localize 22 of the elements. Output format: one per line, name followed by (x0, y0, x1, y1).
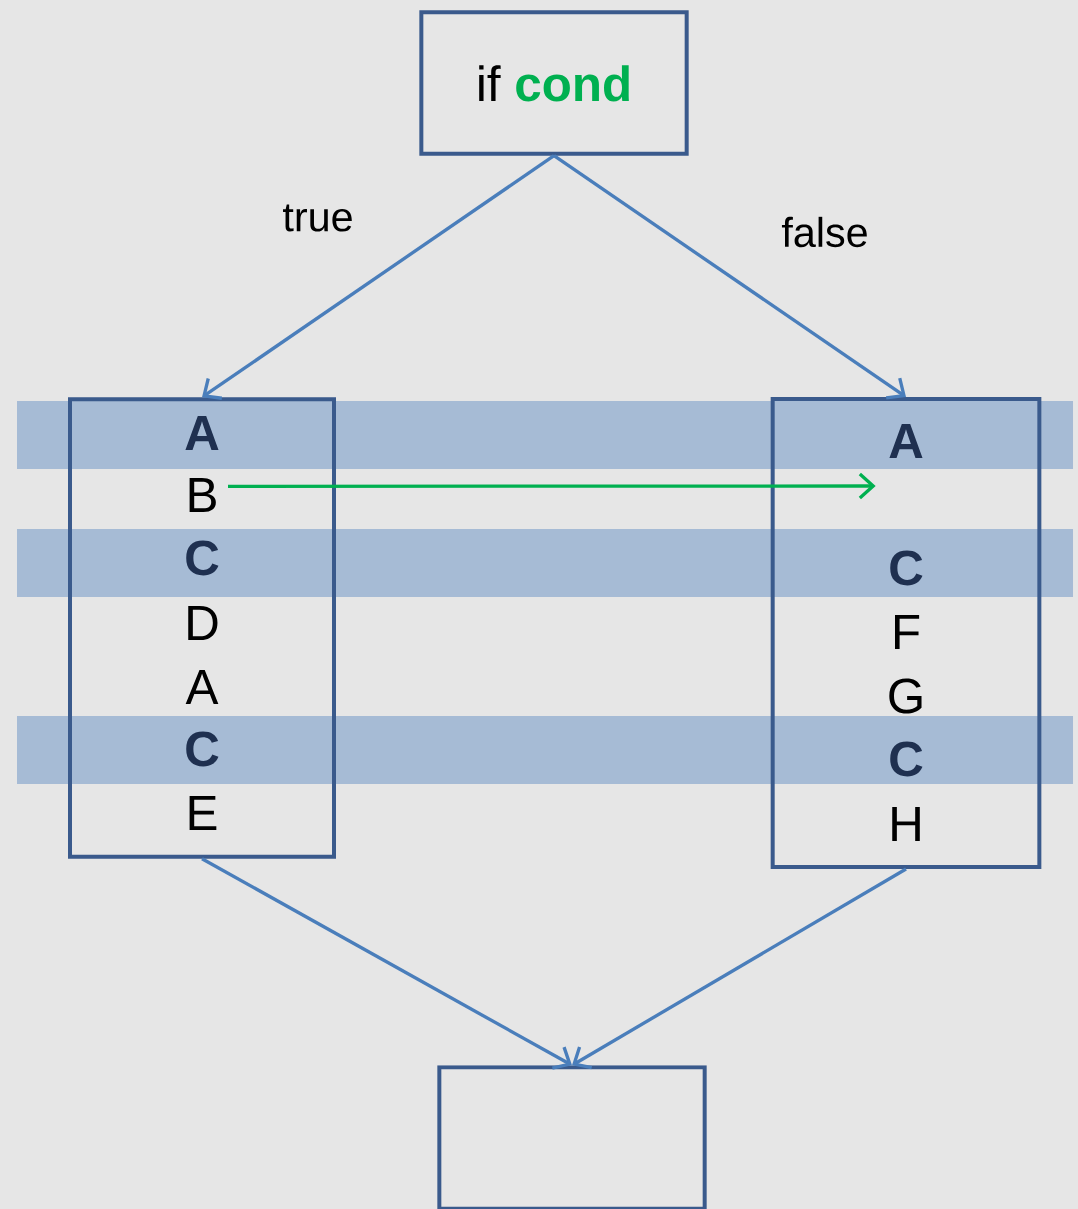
arrow (553, 154, 906, 400)
arrow (202, 154, 555, 400)
statement-letter: C (186, 731, 219, 767)
code-box (437, 1065, 707, 1209)
statement-letter: C (890, 550, 923, 586)
statement-letter: C (890, 741, 923, 777)
arrow (228, 472, 876, 500)
statement-letter: A (185, 670, 219, 704)
statement-letter: B (189, 478, 216, 512)
statement-letter: A (185, 416, 219, 450)
arrow (572, 867, 907, 1070)
edge-label: true (283, 204, 352, 232)
statement-letter: F (895, 615, 920, 649)
statement-letter: C (186, 540, 219, 576)
statement-letter: E (189, 796, 217, 830)
statement-letter: D (188, 606, 218, 640)
edge-label: false (781, 216, 867, 248)
condition-text: if cond (479, 65, 629, 102)
arrow (201, 857, 572, 1070)
statement-letter: G (889, 678, 922, 714)
statement-letter: H (892, 807, 920, 841)
statement-letter: A (889, 424, 923, 458)
